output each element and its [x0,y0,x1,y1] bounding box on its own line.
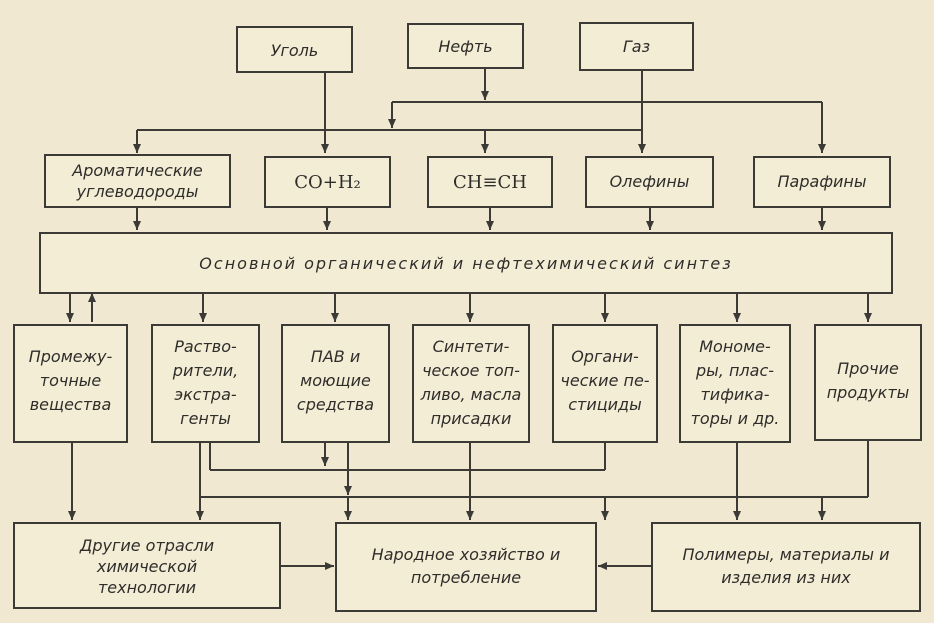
monomers-line4: торы и др. [691,409,780,428]
node-national-economy: Народное хозяйство и потребление [335,522,597,612]
fuels-line3: ливо, масла [420,385,522,404]
node-monomers: Мономе- ры, плас- тифика- торы и др. [679,324,791,443]
node-other-products: Прочие продукты [814,324,922,441]
polymers-line2: изделия из них [721,568,851,587]
monomers-line3: тифика- [700,385,769,404]
fuels-line1: Синтети- [433,337,510,356]
node-coal: Уголь [236,26,353,73]
node-gas: Газ [579,22,694,71]
node-syngas: CO+H₂ [264,156,391,208]
node-acetylene: CH≡CH [427,156,553,208]
surfactants-line2: моющие [300,371,371,390]
solvents-line2: рители, [172,361,238,380]
node-solvents: Раство- рители, экстра- генты [151,324,260,443]
node-polymers: Полимеры, материалы и изделия из них [651,522,921,612]
pesticides-line2: ческие пе- [560,371,649,390]
aromatic-label-line2: углеводороды [76,182,199,201]
node-pesticides: Органи- ческие пе- стициды [552,324,658,443]
fuels-line2: ческое топ- [422,361,520,380]
surfactants-line3: средства [297,395,374,414]
olefins-label: Олефины [610,172,690,191]
coal-label: Уголь [271,41,319,60]
solvents-line3: экстра- [174,385,237,404]
gas-label: Газ [623,37,650,56]
node-surfactants: ПАВ и моющие средства [281,324,390,443]
monomers-line2: ры, плас- [695,361,774,380]
node-aromatic-hydrocarbons: Ароматические углеводороды [44,154,231,208]
pesticides-line3: стициды [568,395,642,414]
surfactants-line1: ПАВ и [311,347,360,366]
node-paraffins: Парафины [753,156,891,208]
acetylene-label: CH≡CH [453,172,527,193]
fuels-line4: присадки [431,409,512,428]
paraffins-label: Парафины [778,172,867,191]
synthesis-label: Основной органический и нефтехимический … [199,254,732,273]
industries-line3: технологии [98,578,196,597]
solvents-line1: Раство- [174,337,237,356]
economy-line1: Народное хозяйство и [372,545,561,564]
node-oil: Нефть [407,23,524,69]
connectors [66,68,872,570]
node-other-industries: Другие отрасли химической технологии [13,522,281,609]
solvents-line4: генты [180,409,231,428]
industries-line1: Другие отрасли [79,536,214,555]
node-intermediate-substances: Промежу- точные вещества [13,324,128,443]
oil-label: Нефть [438,37,492,56]
pesticides-line1: Органи- [571,347,639,366]
intermediates-line1: Промежу- [29,347,113,366]
other-products-line2: продукты [827,383,910,402]
syngas-label: CO+H₂ [294,172,361,193]
other-products-line1: Прочие [837,359,899,378]
node-synthetic-fuels: Синтети- ческое топ- ливо, масла присадк… [412,324,530,443]
aromatic-label-line1: Ароматические [71,161,203,180]
economy-line2: потребление [411,568,521,587]
monomers-line1: Мономе- [699,337,771,356]
industries-line2: химической [96,557,197,576]
intermediates-line3: вещества [30,395,112,414]
node-synthesis: Основной органический и нефтехимический … [39,232,893,294]
polymers-line1: Полимеры, материалы и [682,545,889,564]
node-olefins: Олефины [585,156,714,208]
intermediates-line2: точные [40,371,102,390]
